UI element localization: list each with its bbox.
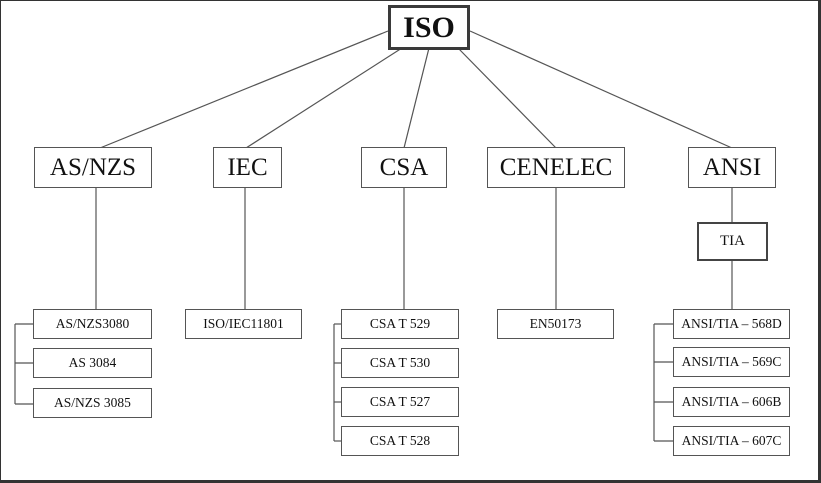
node-asnzs-3080: AS/NZS3080: [33, 309, 152, 339]
node-as-3084: AS 3084: [33, 348, 152, 378]
node-csa-t-530: CSA T 530: [341, 348, 459, 378]
node-iso-iec-11801: ISO/IEC11801: [185, 309, 302, 339]
node-asnzs: AS/NZS: [34, 147, 152, 188]
node-en50173: EN50173: [497, 309, 614, 339]
node-tia: TIA: [697, 222, 768, 261]
node-iso: ISO: [388, 5, 470, 50]
node-cenelec: CENELEC: [487, 147, 625, 188]
node-asnzs-3085: AS/NZS 3085: [33, 388, 152, 418]
node-iec: IEC: [213, 147, 282, 188]
node-ansi: ANSI: [688, 147, 776, 188]
node-csa: CSA: [361, 147, 447, 188]
node-ansi-tia-606b: ANSI/TIA – 606B: [673, 387, 790, 417]
node-csa-t-529: CSA T 529: [341, 309, 459, 339]
node-csa-t-528: CSA T 528: [341, 426, 459, 456]
node-csa-t-527: CSA T 527: [341, 387, 459, 417]
node-ansi-tia-568d: ANSI/TIA – 568D: [673, 309, 790, 339]
node-ansi-tia-607c: ANSI/TIA – 607C: [673, 426, 790, 456]
node-ansi-tia-569c: ANSI/TIA – 569C: [673, 347, 790, 377]
